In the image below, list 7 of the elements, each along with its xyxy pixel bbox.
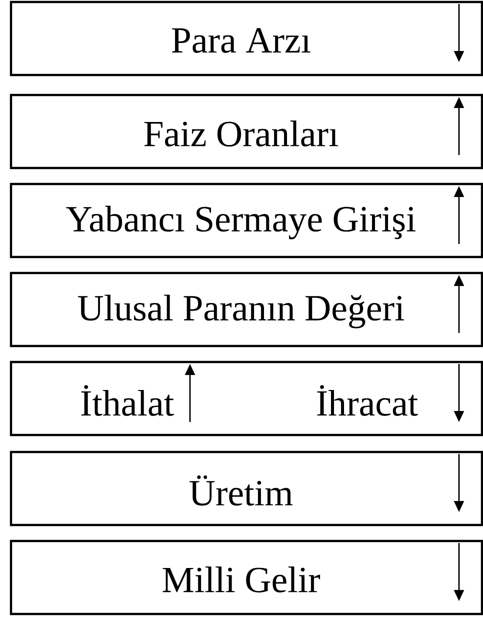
process-box: İthalat İhracat	[10, 360, 483, 436]
process-box: Üretim	[10, 450, 483, 526]
process-box: Ulusal Paranın Değeri	[10, 272, 483, 348]
process-box: Para Arzı	[10, 0, 483, 76]
process-box: Faiz Oranları	[10, 94, 483, 170]
process-box: Milli Gelir	[10, 540, 483, 616]
process-box: Yabancı Sermaye Girişi	[10, 182, 483, 258]
